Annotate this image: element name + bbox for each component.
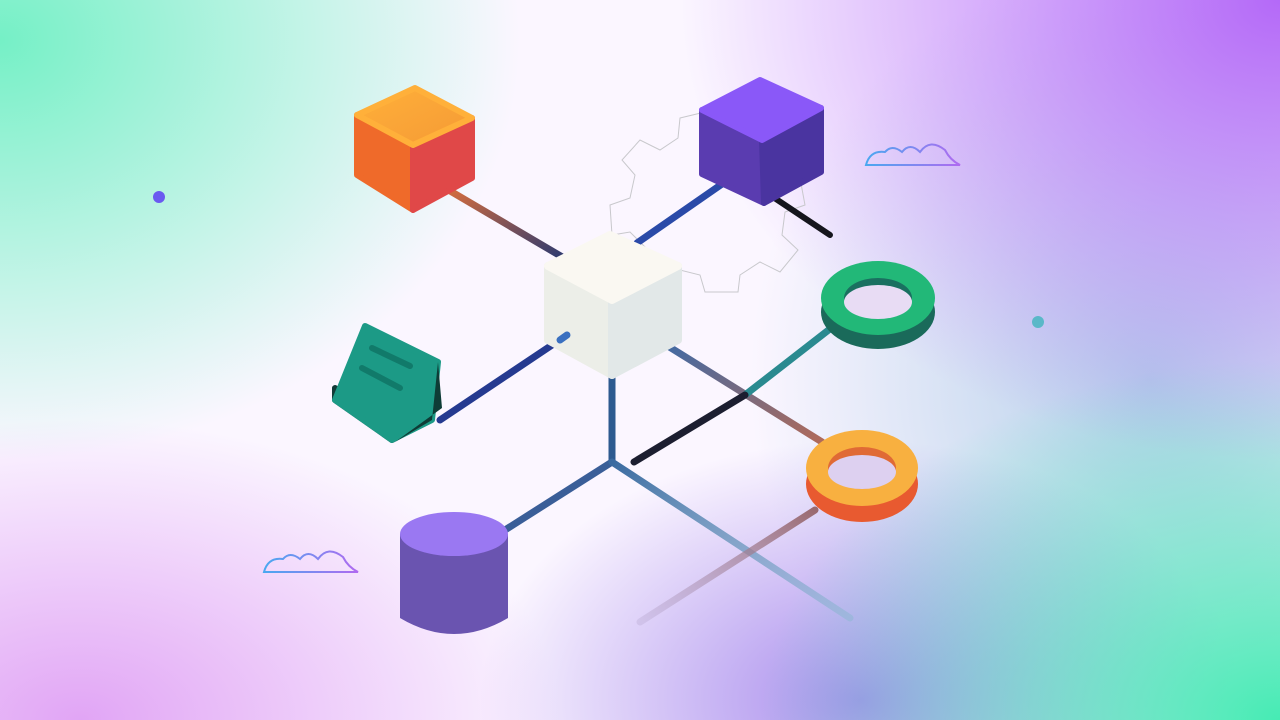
cloud-icon bbox=[864, 143, 961, 166]
green-ring-icon bbox=[821, 261, 935, 349]
database-cylinder-icon bbox=[400, 512, 508, 634]
document-icon bbox=[332, 323, 442, 443]
decorative-dot bbox=[1032, 316, 1044, 328]
cloud-icon bbox=[262, 550, 359, 573]
purple-cube-icon bbox=[699, 77, 824, 206]
orange-cube-icon bbox=[354, 85, 475, 213]
center-cube-icon bbox=[544, 231, 682, 379]
orange-ring-icon bbox=[806, 430, 918, 522]
connection-lines bbox=[436, 171, 854, 626]
decorative-dot bbox=[153, 191, 165, 203]
